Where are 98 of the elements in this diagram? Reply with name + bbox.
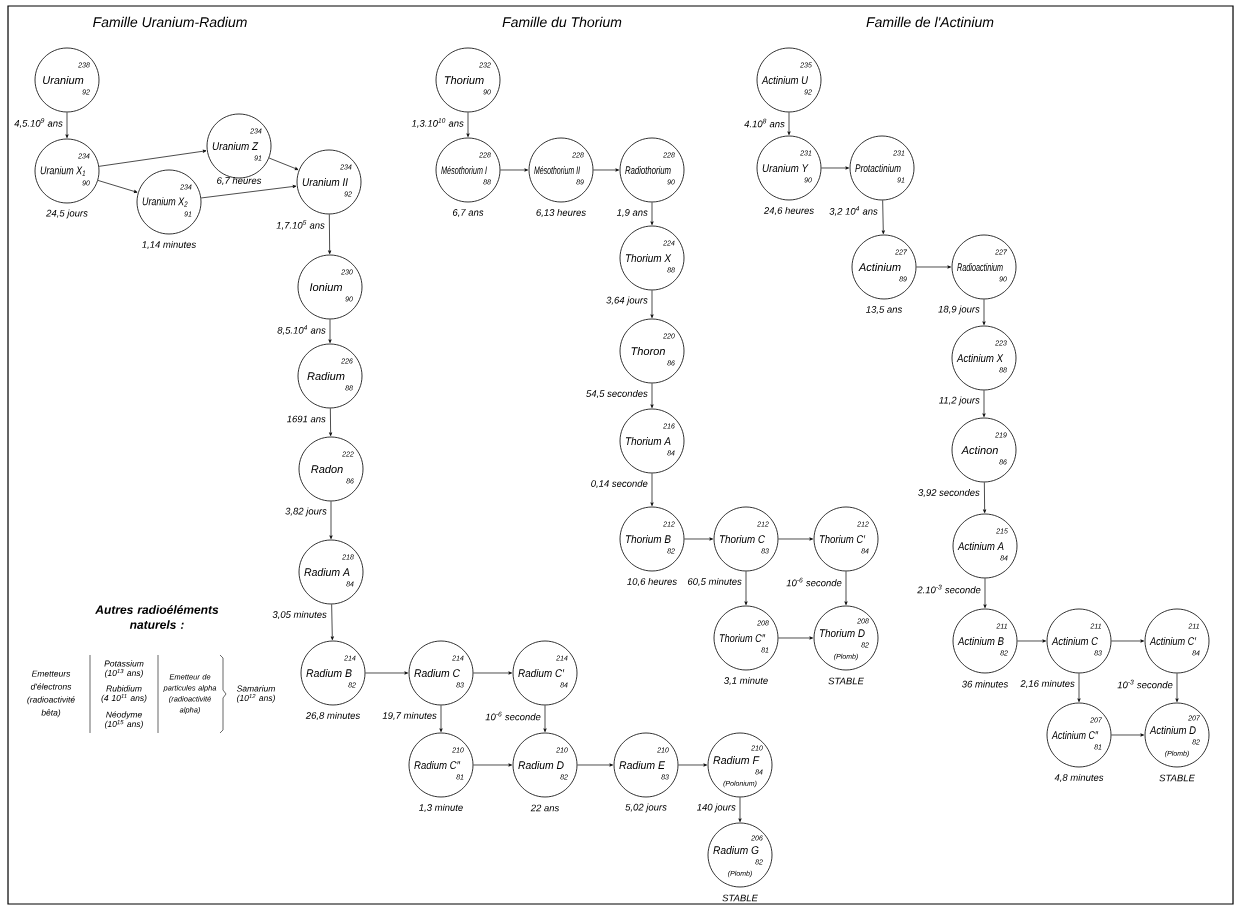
arrow	[821, 166, 849, 170]
category-label: Emetteurs d'électrons (radioactivité bêta)	[27, 670, 75, 718]
half-life-label: 11,2 jours	[939, 396, 980, 406]
arrow	[98, 149, 207, 167]
arrow	[650, 202, 654, 225]
half-life-label: 1,9 ans	[616, 209, 648, 217]
element-label: Rubidium (4 10$^{11}$ ans)	[101, 685, 147, 703]
half-life-label: STABLE	[828, 677, 864, 685]
half-life-label: 4,8 minutes	[1054, 773, 1104, 783]
half-life-label: 5,02 jours	[625, 803, 667, 813]
half-life-label: 8,5.10$^{4}$ ans	[277, 325, 326, 335]
element-label: Potassium (10$^{13}$ ans)	[104, 660, 144, 678]
half-life-label: 6,7 heures	[217, 176, 262, 186]
arrow	[329, 501, 333, 539]
arrow	[365, 671, 409, 675]
half-life-label: 18,9 jours	[938, 305, 980, 315]
arrow	[500, 168, 528, 172]
arrow	[983, 578, 987, 608]
half-life-label: 1,3.10$^{10}$ ans	[411, 118, 464, 128]
arrow	[916, 265, 951, 269]
arrow	[678, 763, 707, 767]
arrow	[328, 214, 332, 254]
half-life-label: STABLE	[722, 894, 758, 902]
half-life-label: 3,1 minute	[724, 676, 768, 686]
element-label: Samarium (10$^{12}$ ans)	[236, 685, 275, 703]
node-label: Actinium D	[1149, 725, 1196, 735]
half-life-label: 19,7 minutes	[382, 711, 437, 721]
arrow	[328, 319, 332, 343]
arrow	[983, 482, 987, 513]
half-life-label: 4,5.10$^{9}$ ans	[14, 118, 63, 128]
arrow	[1017, 639, 1046, 643]
node-label: Thorium D	[819, 628, 865, 638]
half-life-label: 24,5 jours	[46, 209, 88, 219]
half-life-label: 1,14 minutes	[142, 240, 196, 250]
arrow	[844, 571, 848, 605]
arrow	[268, 157, 299, 170]
half-life-label: 26,8 minutes	[305, 711, 360, 721]
arrow	[593, 168, 619, 172]
half-life-label: 36 minutes	[962, 680, 1009, 688]
half-life-label: 10,6 heures	[627, 577, 677, 587]
arrow	[97, 180, 138, 193]
half-life-label: 13,5 ans	[866, 306, 903, 314]
half-life-label: STABLE	[1159, 774, 1195, 782]
arrow	[439, 705, 443, 732]
half-life-label: 2,16 minutes	[1020, 679, 1075, 689]
half-life-label: 10$^{-6}$ seconde	[786, 577, 842, 587]
half-life-label: 24,6 heures	[763, 206, 814, 216]
arrow	[466, 112, 470, 137]
half-life-label: 3,05 minutes	[272, 610, 327, 620]
arrow	[1111, 733, 1144, 737]
arrow	[738, 797, 742, 822]
half-life-label: 54,5 secondes	[586, 389, 648, 399]
arrow	[577, 763, 613, 767]
arrow	[65, 112, 69, 138]
half-life-label: 3,64 jours	[606, 296, 648, 306]
half-life-label: 1691 ans	[286, 415, 326, 423]
arrow	[787, 112, 791, 135]
half-life-label: 4.10$^{8}$ ans	[744, 118, 785, 128]
half-life-label: 60,5 minutes	[687, 577, 742, 587]
half-life-label: 3,92 secondes	[918, 488, 980, 498]
half-life-label: 1,7.10$^{5}$ ans	[276, 220, 325, 230]
arrow	[650, 473, 654, 506]
node-label: Radium F	[713, 755, 760, 765]
arrow	[1175, 673, 1179, 702]
arrow	[881, 200, 885, 234]
arrow	[1077, 673, 1081, 702]
half-life-label: 0,14 seconde	[591, 479, 648, 489]
half-life-label: 140 jours	[697, 803, 736, 813]
family-heading: Famille du Thorium	[502, 16, 622, 28]
arrow	[982, 390, 986, 417]
arrow	[982, 299, 986, 325]
family-heading: Famille de l'Actinium	[866, 16, 994, 28]
half-life-label: 10$^{-3}$ seconde	[1117, 679, 1173, 689]
arrow	[778, 636, 813, 640]
half-life-label: 22 ans	[530, 804, 560, 812]
family-heading: Famille Uranium-Radium	[93, 16, 247, 28]
node-label: Radium G	[713, 845, 759, 855]
arrow	[744, 571, 748, 605]
half-life-label: 10$^{-6}$ seconde	[485, 711, 541, 721]
arrow	[473, 763, 512, 767]
arrow	[650, 290, 654, 318]
arrow	[329, 408, 333, 436]
half-life-label: 2.10$^{-3}$ seconde	[917, 584, 981, 594]
arrow	[1111, 639, 1144, 643]
half-life-label: 1,3 minute	[419, 803, 463, 813]
arrow	[473, 671, 512, 675]
arrow	[543, 705, 547, 732]
half-life-label: 6,13 heures	[536, 208, 586, 218]
arrow	[778, 537, 813, 541]
arrow	[200, 184, 297, 199]
arrow	[684, 537, 713, 541]
half-life-label: 3,82 jours	[285, 507, 327, 517]
half-life-label: 6,7 ans	[452, 209, 484, 217]
half-life-label: 3,2 10$^{4}$ ans	[829, 206, 878, 216]
arrow	[330, 604, 334, 640]
section-heading: Autres radioéléments naturels :	[95, 605, 219, 629]
element-label: Néodyme (10$^{15}$ ans)	[105, 711, 143, 729]
arrow	[650, 383, 654, 408]
